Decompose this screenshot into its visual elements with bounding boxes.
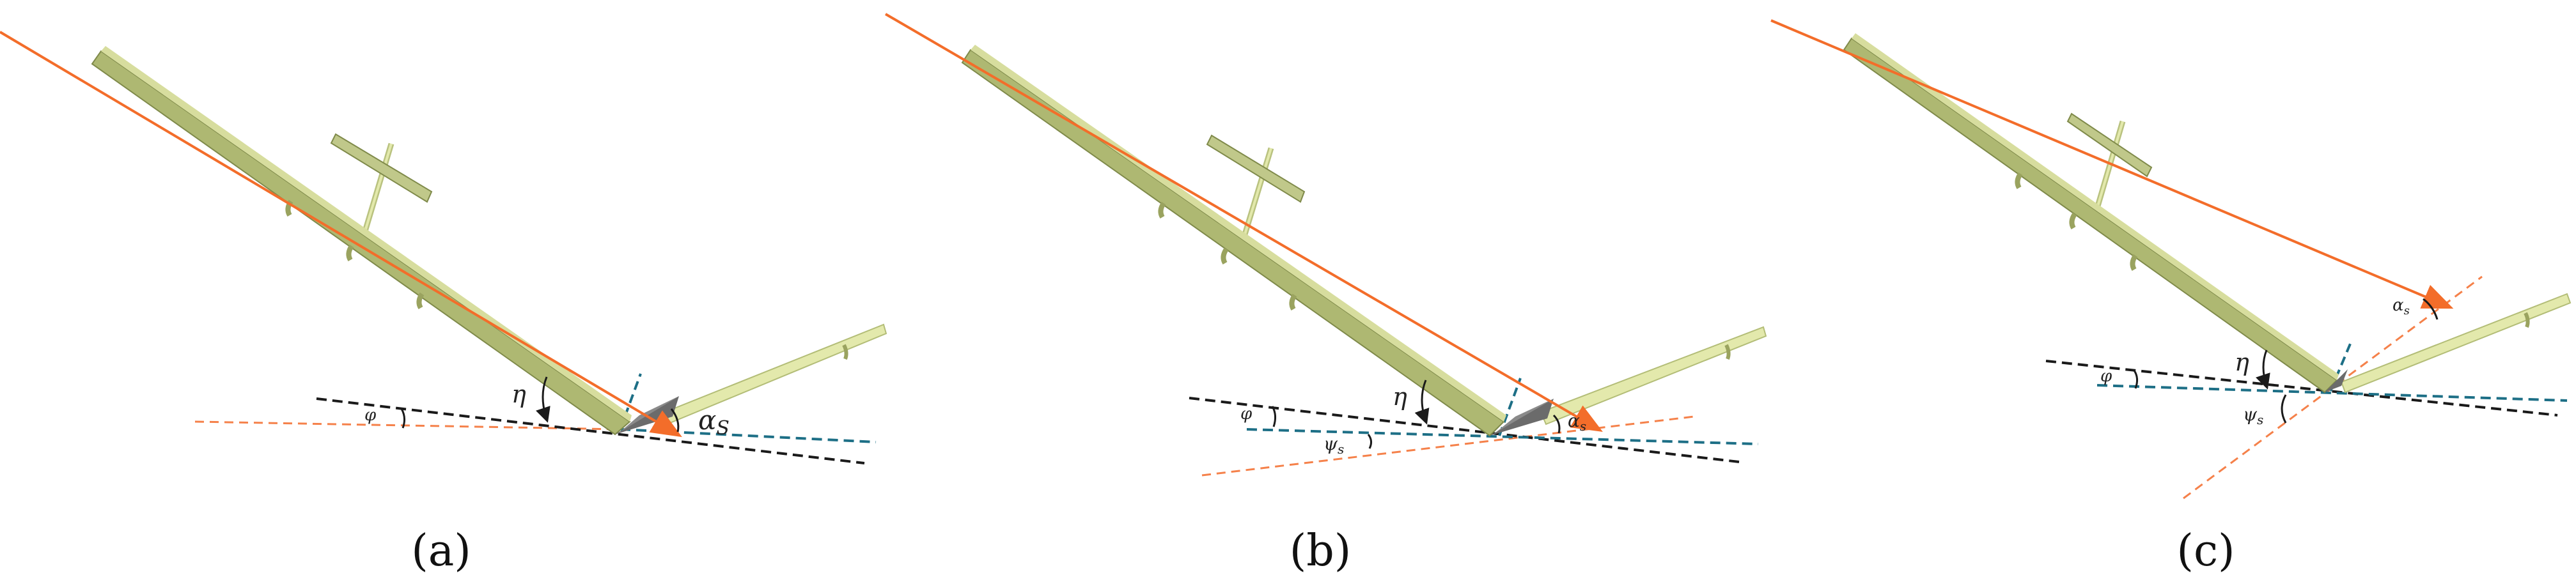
psi-label: ψs xyxy=(2243,404,2263,427)
alpha-label: αS xyxy=(698,404,730,440)
black-dashed-horizon-line xyxy=(1189,397,1740,463)
wing-root-shadow xyxy=(2325,369,2348,392)
left-wing xyxy=(961,45,1506,437)
blue-dashed-wing-line xyxy=(1246,428,1759,445)
right-wing xyxy=(1540,326,1767,425)
orange-dashed-ground-line xyxy=(1201,415,1695,477)
panel-b: η φ ψs αs (b) xyxy=(884,13,1767,576)
blue-dashed-wing-line xyxy=(2096,384,2568,402)
panel-c: η φ ψs αs (c) xyxy=(1770,19,2572,576)
black-dashed-horizon-line xyxy=(2045,360,2558,417)
solar-ray xyxy=(884,13,1603,433)
eta-arc xyxy=(1414,379,1430,425)
alpha-label: αs xyxy=(1568,410,1586,434)
psi-arc xyxy=(1367,434,1373,449)
black-dashed-horizon-line xyxy=(316,397,865,464)
phi-label: φ xyxy=(364,406,377,425)
eta-label: η xyxy=(2235,348,2249,376)
psi-label: ψs xyxy=(1323,433,1344,457)
phi-label: φ xyxy=(1240,404,1253,424)
solar-ray xyxy=(1770,19,2454,309)
phi-label: φ xyxy=(2100,367,2112,386)
blue-dashed-wing-line xyxy=(620,428,877,443)
alpha-label: αs xyxy=(2393,296,2410,318)
panel-a: η φ αS (a) xyxy=(0,31,887,576)
left-wing xyxy=(1843,33,2339,394)
phi-arc xyxy=(2133,370,2139,389)
eta-label: η xyxy=(1393,383,1407,411)
alpha-arc xyxy=(1552,414,1561,434)
phi-arc xyxy=(400,408,406,429)
blue-dashed-normal-line xyxy=(619,373,642,430)
alpha-arc xyxy=(2423,298,2439,320)
solar-ray xyxy=(0,31,682,438)
orange-dashed-ground-line xyxy=(194,420,621,431)
left-wing xyxy=(91,46,632,436)
tail-fin xyxy=(330,133,433,245)
phi-arc xyxy=(1271,406,1277,427)
alpha-arc xyxy=(670,408,680,433)
tail-fin xyxy=(1206,134,1306,250)
panel-caption: (b) xyxy=(1290,526,1352,576)
right-wing xyxy=(2340,293,2572,394)
eta-arc xyxy=(2255,349,2270,390)
blue-dashed-normal-line xyxy=(1498,378,1522,436)
panel-caption: (a) xyxy=(411,526,471,576)
psi-arc xyxy=(2281,394,2287,424)
orange-dashed-incidence-line xyxy=(2183,275,2483,500)
panel-caption: (c) xyxy=(2176,526,2235,576)
eta-arc xyxy=(535,376,550,423)
eta-label: η xyxy=(511,380,526,408)
